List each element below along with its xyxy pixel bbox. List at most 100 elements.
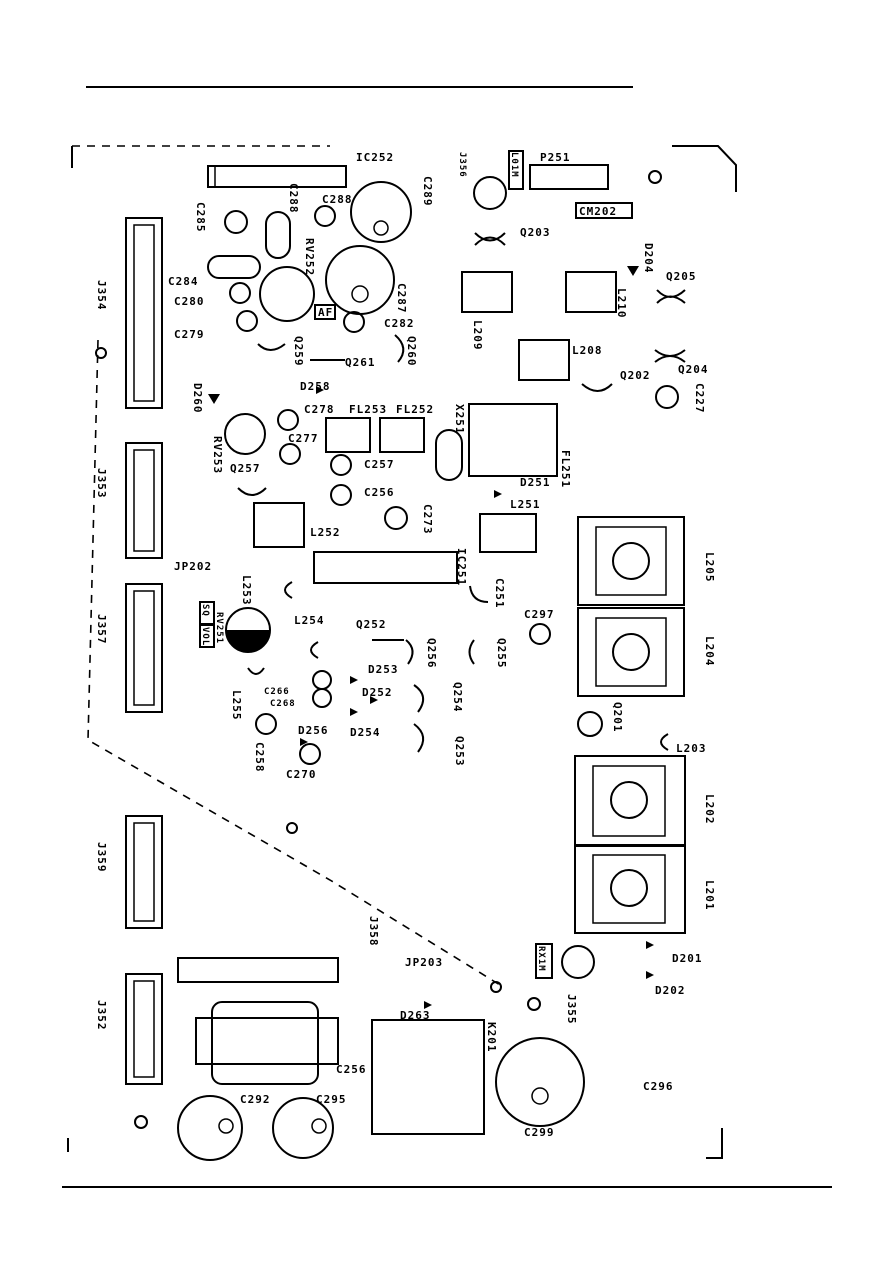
c287-label: C287 [395,283,408,314]
l01m-label: L01M [509,152,519,178]
c256-label: C256 [364,486,395,499]
fl252-label: FL252 [396,403,434,416]
c288-label-b: C288 [322,193,353,206]
l205-label: L205 [703,552,716,583]
rx1m-box [535,943,553,979]
j357-label: J357 [95,614,108,645]
af-box [314,304,336,320]
c297-label: C297 [524,608,555,621]
mount-hole-left [95,347,107,359]
j354-label: J354 [95,280,108,311]
rv253-label: RV253 [211,436,224,474]
l253-label: L253 [240,575,253,606]
c277-capacitor [279,443,301,465]
mount-hole-j355 [490,981,502,993]
c279-capacitor [236,310,258,332]
c287-capacitor [325,245,395,315]
l205-coil [577,516,685,606]
rv253-potentiometer [224,413,266,455]
c268-label: C268 [270,699,296,709]
q256-transistor [405,639,414,665]
p251-label: P251 [540,151,571,164]
l201-coil [574,844,686,934]
j355-label: J355 [565,994,578,1025]
l252-label: L252 [310,526,341,539]
l01m-box [508,150,524,190]
c268-capacitor [312,688,332,708]
rv251-label: RV251 [214,612,224,644]
c273-label: C273 [421,504,434,535]
transformer [195,1001,339,1085]
c282-label: C282 [384,317,415,330]
d258-diode [316,386,324,394]
c284-oval [207,255,261,279]
c227-capacitor [655,385,679,409]
c279-label: C279 [174,328,205,341]
q204-transistor [654,349,686,363]
c256-b-label: C256 [336,1063,367,1076]
c285-label: C285 [194,202,207,233]
d256-label: D256 [298,724,329,737]
q257-label: Q257 [230,462,261,475]
q257-transistor [237,487,267,496]
k201-label: K201 [485,1022,498,1053]
q255-label: Q255 [495,638,508,669]
vol-box [199,624,215,648]
mount-hole-top [648,170,662,184]
rv252-label: RV252 [303,238,316,276]
q260-label: Q260 [405,336,418,367]
fl253-filter [325,417,371,453]
c292-label: C292 [240,1093,271,1106]
q253-label: Q253 [453,736,466,767]
q201-transistor [577,711,603,737]
rv-oval [265,211,291,259]
mount-hole-mid [286,822,298,834]
q203-transistor [474,232,506,246]
c292-capacitor [177,1095,243,1161]
c296-label: C296 [643,1080,674,1093]
d253-label: D253 [368,663,399,676]
j353-connector [125,442,163,559]
q254-label: Q254 [451,682,464,713]
l203-label: L203 [676,742,707,755]
c266-capacitor [312,670,332,690]
q261-label: Q261 [345,356,376,369]
d202-label: D202 [655,984,686,997]
l253-coil [284,581,293,599]
c284-label: C284 [168,275,199,288]
l204-coil [577,607,685,697]
c289-label: C289 [421,176,434,207]
l202-coil [574,755,686,847]
q255-transistor [468,639,475,665]
c258-label: C258 [253,742,266,773]
c280-label: C280 [174,295,205,308]
c285-capacitor [224,210,248,234]
c257-label: C257 [364,458,395,471]
c280-capacitor [229,282,251,304]
c278-label: C278 [304,403,335,416]
d202-diode [646,971,654,979]
l254-coil [310,641,319,659]
l252-coil [253,502,305,548]
p251-connector [529,164,609,190]
c295-capacitor [272,1097,334,1159]
q254-transistor [413,684,425,713]
board-outline [67,145,737,1159]
c258-capacitor [255,713,277,735]
c282-capacitor [343,311,365,333]
l208-label: L208 [572,344,603,357]
d201-diode [646,941,654,949]
fl252-filter [379,417,425,453]
q252-label: Q252 [356,618,387,631]
d251-label: D251 [520,476,551,489]
fl253-label: FL253 [349,403,387,416]
d204-diode [627,266,639,276]
q205-transistor [656,289,686,304]
c297-capacitor [529,623,551,645]
jp202-label: JP202 [174,560,212,573]
j358-label: J358 [367,916,380,947]
l209-label: L209 [471,320,484,351]
footer-rule [62,1186,832,1188]
l201-label: L201 [703,880,716,911]
